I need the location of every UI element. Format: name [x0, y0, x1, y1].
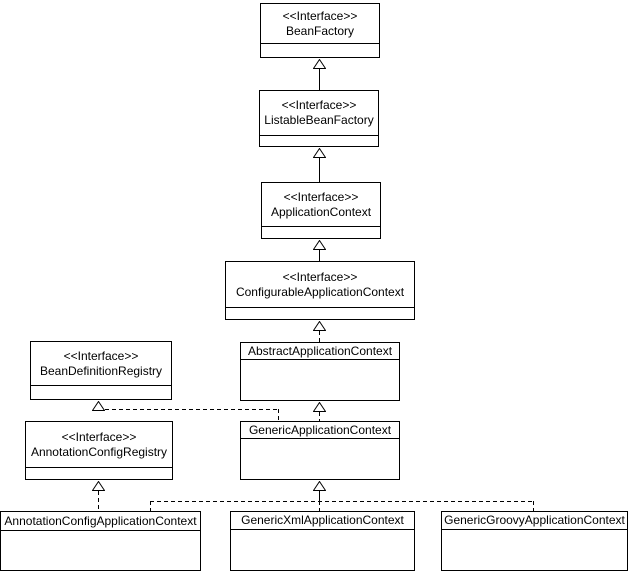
class-box-annotation-config-application-context: AnnotationConfigApplicationContext	[0, 511, 201, 571]
class-box-generic-application-context: GenericApplicationContext	[240, 421, 400, 480]
class-title: <<Interface>> BeanFactory	[261, 4, 379, 44]
class-members-compartment	[231, 530, 414, 570]
class-name: BeanFactory	[285, 23, 355, 38]
class-title: <<Interface>> AnnotationConfigRegistry	[26, 422, 172, 468]
class-name: ConfigurableApplicationContext	[235, 284, 405, 299]
connector-line-dashed	[278, 409, 279, 421]
class-name: ApplicationContext	[270, 204, 372, 219]
connector-line-dashed	[150, 501, 151, 511]
realization-triangle-icon	[91, 480, 106, 491]
class-members-compartment	[241, 360, 399, 400]
class-title: GenericXmlApplicationContext	[231, 512, 414, 530]
class-members-compartment	[262, 227, 380, 238]
connector-line	[319, 69, 320, 90]
class-members-compartment	[442, 530, 627, 570]
class-title: GenericApplicationContext	[241, 422, 399, 439]
stereotype-label: <<Interface>>	[63, 348, 139, 363]
class-title: <<Interface>> ListableBeanFactory	[260, 91, 378, 136]
class-name: GenericApplicationContext	[248, 422, 392, 437]
connector-line	[319, 491, 320, 501]
inheritance-triangle-icon	[312, 58, 327, 69]
class-box-bean-factory: <<Interface>> BeanFactory	[260, 3, 380, 58]
class-title: <<Interface>> ApplicationContext	[262, 183, 380, 227]
connector-line-dashed	[319, 501, 320, 511]
stereotype-label: <<Interface>>	[281, 98, 357, 112]
class-box-application-context: <<Interface>> ApplicationContext	[261, 182, 381, 239]
class-title: <<Interface>> BeanDefinitionRegistry	[31, 342, 171, 386]
inheritance-triangle-icon	[312, 401, 327, 412]
connector-line	[319, 158, 320, 182]
connector-line	[319, 250, 320, 261]
connector-line-dashed	[105, 409, 279, 410]
connector-line-dashed	[150, 501, 534, 502]
class-members-compartment	[1, 531, 200, 570]
stereotype-label: <<Interface>>	[61, 429, 137, 444]
class-name: GenericXmlApplicationContext	[241, 513, 404, 527]
connector-line-dashed	[533, 501, 534, 511]
class-name: AnnotationConfigApplicationContext	[4, 513, 197, 528]
class-box-configurable-application-context: <<Interface>> ConfigurableApplicationCon…	[225, 261, 415, 320]
class-members-compartment	[241, 439, 399, 479]
class-name: AnnotationConfigRegistry	[30, 444, 168, 459]
stereotype-label: <<Interface>>	[282, 269, 358, 284]
class-box-listable-bean-factory: <<Interface>> ListableBeanFactory	[259, 90, 379, 147]
inheritance-triangle-icon	[312, 147, 327, 158]
connector-line-dashed	[98, 491, 99, 511]
class-members-compartment	[26, 468, 172, 479]
class-members-compartment	[31, 386, 171, 399]
class-members-compartment	[260, 136, 378, 146]
connector-line-dashed	[319, 331, 320, 342]
class-title: <<Interface>> ConfigurableApplicationCon…	[226, 262, 414, 308]
realization-triangle-icon	[91, 400, 106, 411]
stereotype-label: <<Interface>>	[283, 189, 359, 204]
realization-triangle-icon	[312, 320, 327, 331]
class-name: AbstractApplicationContext	[247, 343, 393, 358]
class-name: ListableBeanFactory	[264, 113, 374, 127]
class-box-bean-definition-registry: <<Interface>> BeanDefinitionRegistry	[30, 341, 172, 400]
stereotype-label: <<Interface>>	[282, 8, 358, 23]
inheritance-triangle-icon	[312, 480, 327, 491]
class-members-compartment	[261, 44, 379, 57]
class-box-generic-groovy-application-context: GenericGroovyApplicationContext	[441, 511, 628, 571]
inheritance-triangle-icon	[312, 239, 327, 250]
class-name: GenericGroovyApplicationContext	[444, 513, 625, 527]
class-box-generic-xml-application-context: GenericXmlApplicationContext	[230, 511, 415, 571]
class-title: GenericGroovyApplicationContext	[442, 512, 627, 530]
class-box-annotation-config-registry: <<Interface>> AnnotationConfigRegistry	[25, 421, 173, 480]
class-name: BeanDefinitionRegistry	[39, 363, 163, 378]
class-title: AbstractApplicationContext	[241, 343, 399, 360]
connector-line-dashed	[319, 412, 320, 421]
class-box-abstract-application-context: AbstractApplicationContext	[240, 342, 400, 401]
class-title: AnnotationConfigApplicationContext	[1, 512, 200, 531]
class-members-compartment	[226, 308, 414, 319]
